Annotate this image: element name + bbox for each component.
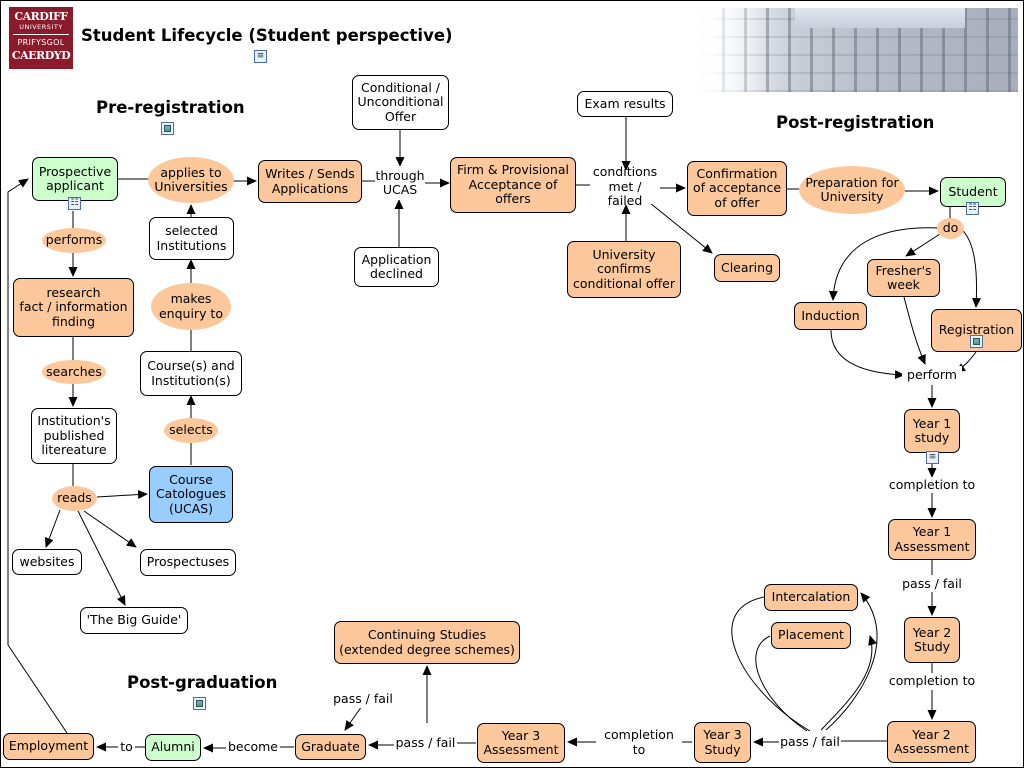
- node-year3-study[interactable]: Year 3 Study: [694, 722, 751, 763]
- label-pass-fail-1: pass / fail: [897, 576, 967, 592]
- node-induction[interactable]: Induction: [794, 302, 867, 330]
- image-icon[interactable]: [161, 122, 174, 135]
- node-employment[interactable]: Employment: [3, 733, 94, 760]
- node-year1-assessment[interactable]: Year 1 Assessment: [888, 519, 976, 560]
- cardiff-university-logo: CARDIFF UNIVERSITY PRIFYSGOL CAERDYD: [9, 7, 73, 69]
- node-intercalation[interactable]: Intercalation: [764, 584, 858, 611]
- node-year2-assessment[interactable]: Year 2 Assessment: [887, 721, 976, 763]
- university-building-photo: [700, 8, 1018, 92]
- node-courses-institutions[interactable]: Course(s) and Institution(s): [140, 351, 242, 396]
- node-prospective-applicant[interactable]: Prospective applicant: [32, 157, 118, 201]
- label-pass-fail-3: pass / fail: [394, 735, 457, 752]
- label-performs: performs: [42, 228, 106, 253]
- node-websites[interactable]: websites: [12, 549, 82, 575]
- node-exam-results[interactable]: Exam results: [577, 91, 673, 117]
- label-applies-to: applies to Universities: [148, 157, 234, 203]
- node-confirmation-of-acceptance[interactable]: Confirmation of acceptance of offer: [687, 161, 787, 216]
- label-pass-fail-4: pass / fail: [331, 691, 395, 708]
- hierarchy-icon[interactable]: ☷: [966, 202, 979, 215]
- label-to: to: [118, 739, 135, 756]
- node-application-declined[interactable]: Application declined: [354, 247, 439, 287]
- node-conditional-offer[interactable]: Conditional / Unconditional Offer: [352, 75, 449, 130]
- label-searches: searches: [42, 360, 106, 384]
- label-preparation: Preparation for University: [799, 166, 905, 214]
- node-prospectuses[interactable]: Prospectuses: [140, 549, 236, 576]
- hierarchy-icon[interactable]: ☷: [68, 197, 81, 210]
- image-icon[interactable]: [970, 335, 983, 348]
- label-conditions: conditions met / failed: [590, 165, 660, 208]
- label-do: do: [937, 218, 964, 239]
- label-completion-to-3: completion to: [596, 727, 682, 756]
- section-pre-registration: Pre-registration: [96, 98, 245, 117]
- label-selects: selects: [164, 418, 218, 443]
- node-course-catalogues[interactable]: Course Catologues (UCAS): [149, 466, 233, 523]
- node-research[interactable]: research fact / information finding: [13, 278, 134, 337]
- node-year2-study[interactable]: Year 2 Study: [904, 617, 960, 663]
- node-selected-institutions[interactable]: selected Institutions: [149, 217, 234, 260]
- section-post-graduation: Post-graduation: [127, 673, 278, 692]
- section-post-registration: Post-registration: [776, 113, 935, 132]
- label-pass-fail-2: pass / fail: [779, 733, 841, 751]
- label-reads: reads: [52, 486, 97, 511]
- document-icon[interactable]: ≡: [254, 50, 267, 63]
- node-alumni[interactable]: Alumni: [145, 734, 201, 761]
- node-firm-provisional-acceptance[interactable]: Firm & Provisional Acceptance of offers: [450, 157, 576, 213]
- label-perform: perform: [902, 366, 962, 385]
- node-clearing[interactable]: Clearing: [714, 254, 780, 282]
- node-big-guide[interactable]: 'The Big Guide': [80, 607, 188, 634]
- node-continuing-studies[interactable]: Continuing Studies (extended degree sche…: [334, 621, 520, 664]
- label-completion-to-1: completion to: [884, 477, 980, 493]
- label-makes-enquiry: makes enquiry to: [151, 283, 231, 330]
- node-freshers-week[interactable]: Fresher's week: [867, 259, 940, 297]
- node-published-literature[interactable]: Institution's published litereature: [31, 408, 117, 464]
- node-university-confirms[interactable]: University confirms conditional offer: [567, 241, 681, 298]
- image-icon[interactable]: [193, 697, 206, 710]
- label-through-ucas: through UCAS: [375, 166, 425, 200]
- node-graduate[interactable]: Graduate: [295, 734, 366, 760]
- node-writes-applications[interactable]: Writes / Sends Applications: [258, 160, 362, 203]
- label-become: become: [226, 739, 280, 756]
- node-year3-assessment[interactable]: Year 3 Assessment: [477, 723, 565, 763]
- label-completion-to-2: completion to: [884, 673, 980, 690]
- node-placement[interactable]: Placement: [771, 622, 851, 649]
- document-icon[interactable]: ≡: [926, 451, 939, 464]
- page-title: Student Lifecycle (Student perspective): [81, 26, 453, 45]
- node-year1-study[interactable]: Year 1 study: [904, 409, 960, 453]
